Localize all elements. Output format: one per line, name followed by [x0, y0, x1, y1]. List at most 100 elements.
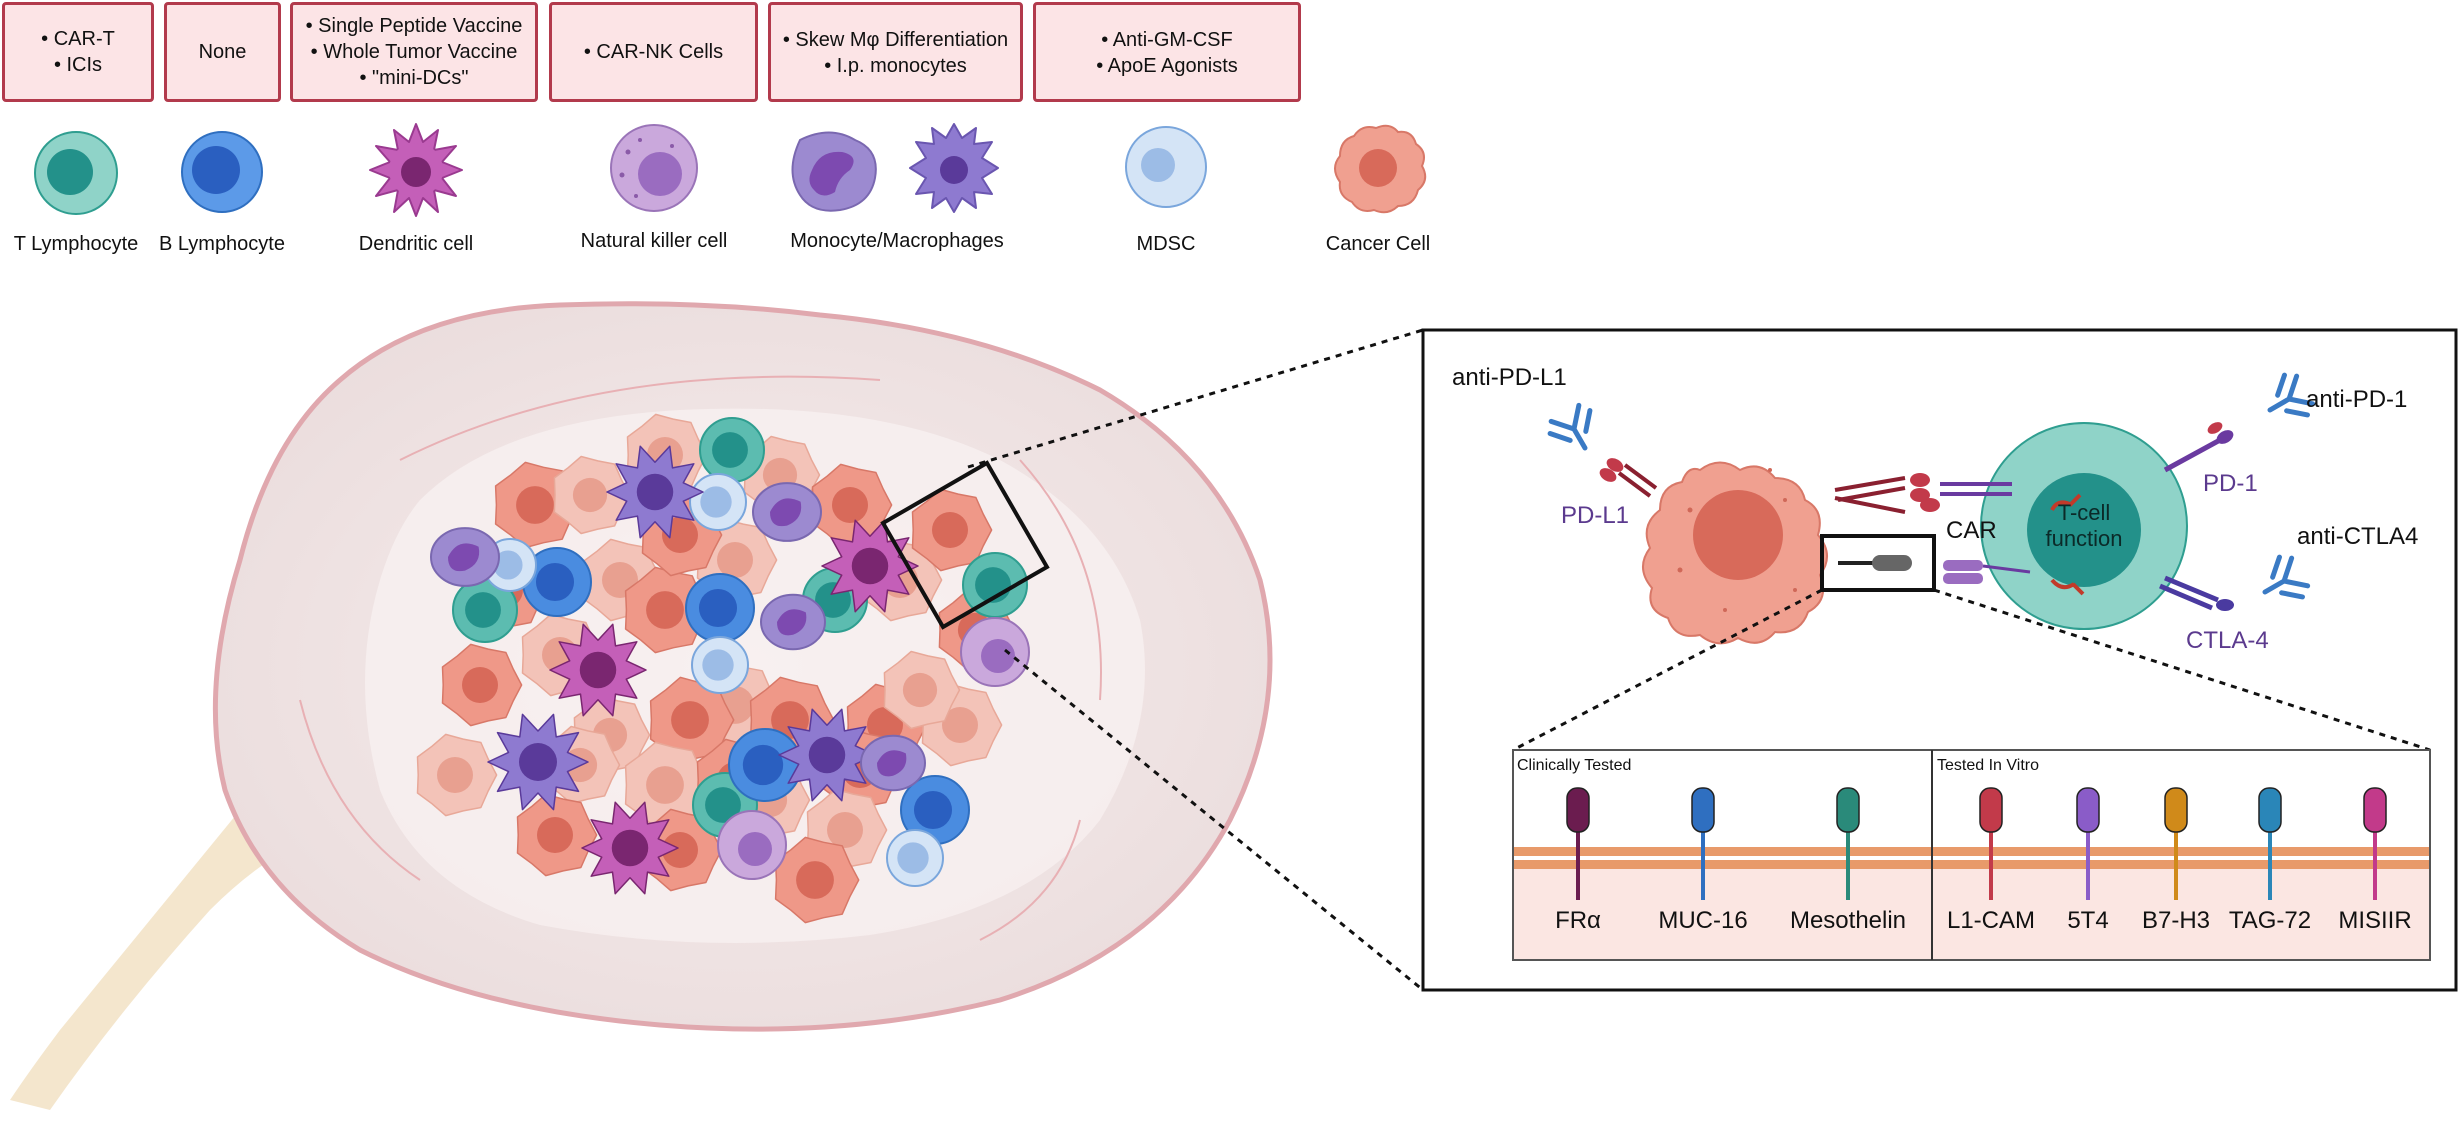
- antigen-tag-72: [2258, 787, 2282, 900]
- antigen-fr-: [1566, 787, 1590, 900]
- therapy-box-dendritic: • Single Peptide Vaccine • Whole Tumor V…: [290, 2, 538, 102]
- therapy-box-mdsc: • Anti-GM-CSF • ApoE Agonists: [1033, 2, 1301, 102]
- monocyte-icon: [791, 131, 877, 212]
- ctla-4-receptor: [2159, 575, 2234, 611]
- label-ctla-4: CTLA-4: [2186, 627, 2269, 654]
- therapy-line: • Anti-GM-CSF: [1101, 29, 1233, 51]
- antigen-b7-h3: [2164, 787, 2188, 900]
- antigen-label: MUC-16: [1658, 907, 1748, 934]
- antigen-label: B7-H3: [2141, 907, 2211, 934]
- tumor-b-cell: [728, 728, 802, 802]
- antigen-label: TAG-72: [2228, 907, 2312, 934]
- tumor-nk-cell: [717, 810, 787, 880]
- tumor-macrophage: [606, 445, 704, 539]
- antigen-mesothelin: [1836, 787, 1860, 900]
- label-anti-pd-1: anti-PD-1: [2306, 386, 2408, 413]
- antigen-label: L1-CAM: [1946, 907, 2036, 934]
- label-tcell-function: T-cell function: [2045, 500, 2123, 551]
- therapy-line: • Single Peptide Vaccine: [305, 15, 523, 37]
- therapy-line: • "mini-DCs": [359, 67, 469, 89]
- antigen-5t4: [2076, 787, 2100, 900]
- cancer-tcell-synapse: [1834, 473, 2012, 514]
- label-anti-ctla4: anti-CTLA4: [2297, 523, 2419, 550]
- tumor-stalk: [10, 810, 270, 1110]
- tumor-cancer-cell: [811, 463, 893, 547]
- antigen-label: MISIIR: [2338, 907, 2412, 934]
- tumor-dendritic-cell: [549, 623, 647, 717]
- tumor-macrophage: [487, 713, 589, 811]
- label-car: CAR: [1946, 517, 1997, 544]
- label-b-lymphocyte: B Lymphocyte: [159, 233, 285, 255]
- tumor-cancer-cell: [649, 676, 735, 764]
- tumor-cancer-cell: [624, 566, 710, 654]
- antigen-label: FRα: [1555, 907, 1601, 934]
- tumor-monocyte: [760, 593, 826, 651]
- label-mdsc: MDSC: [1136, 233, 1196, 255]
- car-receptor: [1943, 560, 2031, 584]
- tumor-t-cell: [699, 417, 765, 483]
- tumor-b-cell: [522, 547, 592, 617]
- antigen-panel: [1512, 749, 2431, 961]
- macrophage-icon: [909, 123, 999, 213]
- zoom-guide-bottom: [1004, 648, 1424, 992]
- tumor-cancer-cell: [553, 455, 631, 535]
- label-monocyte-macrophages: Monocyte/Macrophages: [790, 230, 1004, 252]
- dendritic-cell-icon: [369, 123, 463, 217]
- therapy-line: • CAR-T: [41, 28, 115, 50]
- tumor-cancer-cell: [441, 643, 523, 727]
- tumor-cancer-cell: [516, 793, 598, 877]
- tumor-cancer-cell: [883, 650, 961, 730]
- zoom-region-marker: [880, 460, 1050, 630]
- therapy-box-t-lymphocyte: • CAR-T • ICIs: [2, 2, 154, 102]
- tumor-monocyte: [860, 734, 926, 792]
- car-antigen-zoom-box: [1820, 534, 1936, 592]
- pd-l1-receptor: [1599, 458, 1658, 498]
- antigen-glyphs: [1566, 787, 2387, 900]
- therapy-box-b-lymphocyte: None: [164, 2, 281, 102]
- antigen-label: Mesothelin: [1789, 907, 1907, 934]
- therapy-line: None: [198, 41, 247, 63]
- therapy-line: • I.p. monocytes: [824, 55, 967, 77]
- zoom-t-cell: [1980, 422, 2188, 630]
- label-tested-in-vitro: Tested In Vitro: [1937, 757, 2039, 774]
- tumor-macrophage: [778, 708, 876, 802]
- antigen-l1-cam: [1979, 787, 2003, 900]
- peritoneal-tumor: [10, 301, 1273, 1110]
- label-pd-l1: PD-L1: [1561, 502, 1630, 529]
- therapy-box-nk: • CAR-NK Cells: [549, 2, 758, 102]
- tumor-b-cell: [685, 573, 755, 643]
- tumor-monocyte: [752, 482, 822, 542]
- cancer-cell-icon: [1334, 124, 1427, 214]
- therapy-box-monocyte: • Skew Mφ Differentiation • I.p. monocyt…: [768, 2, 1023, 102]
- tumor-t-cell: [452, 577, 518, 643]
- tumor-cancer-cell: [416, 733, 498, 817]
- tumor-nk-cell: [960, 617, 1030, 687]
- label-cancer-cell: Cancer Cell: [1325, 233, 1431, 255]
- antigen-misiir: [2363, 787, 2387, 900]
- label-natural-killer-cell: Natural killer cell: [580, 230, 728, 252]
- t-lymphocyte-icon: [34, 131, 118, 215]
- label-dendritic-cell: Dendritic cell: [358, 233, 474, 255]
- tumor-mdsc: [691, 636, 749, 694]
- label-pd-1: PD-1: [2203, 470, 2258, 497]
- label-t-lymphocyte: T Lymphocyte: [13, 233, 139, 255]
- antigen-label: 5T4: [2067, 907, 2109, 934]
- tumor-mdsc: [886, 829, 944, 887]
- tumor-monocyte: [430, 527, 500, 587]
- therapy-line: • ICIs: [53, 54, 103, 76]
- tumor-b-cell: [900, 775, 970, 845]
- zoom-cancer-cell: [1642, 461, 1828, 645]
- b-lymphocyte-icon: [181, 131, 263, 213]
- antigen-muc-16: [1691, 787, 1715, 900]
- tumor-mdsc: [689, 473, 747, 531]
- therapy-line: • Skew Mφ Differentiation: [782, 29, 1009, 51]
- natural-killer-cell-icon: [610, 124, 698, 212]
- therapy-line: • Whole Tumor Vaccine: [310, 41, 518, 63]
- tumor-mdsc: [483, 538, 537, 592]
- label-anti-pd-l1: anti-PD-L1: [1452, 364, 1567, 391]
- therapy-line: • ApoE Agonists: [1096, 55, 1238, 77]
- tumor-cancer-cell: [774, 836, 860, 924]
- mdsc-icon: [1125, 126, 1207, 208]
- pd-1-receptor: [2163, 422, 2234, 473]
